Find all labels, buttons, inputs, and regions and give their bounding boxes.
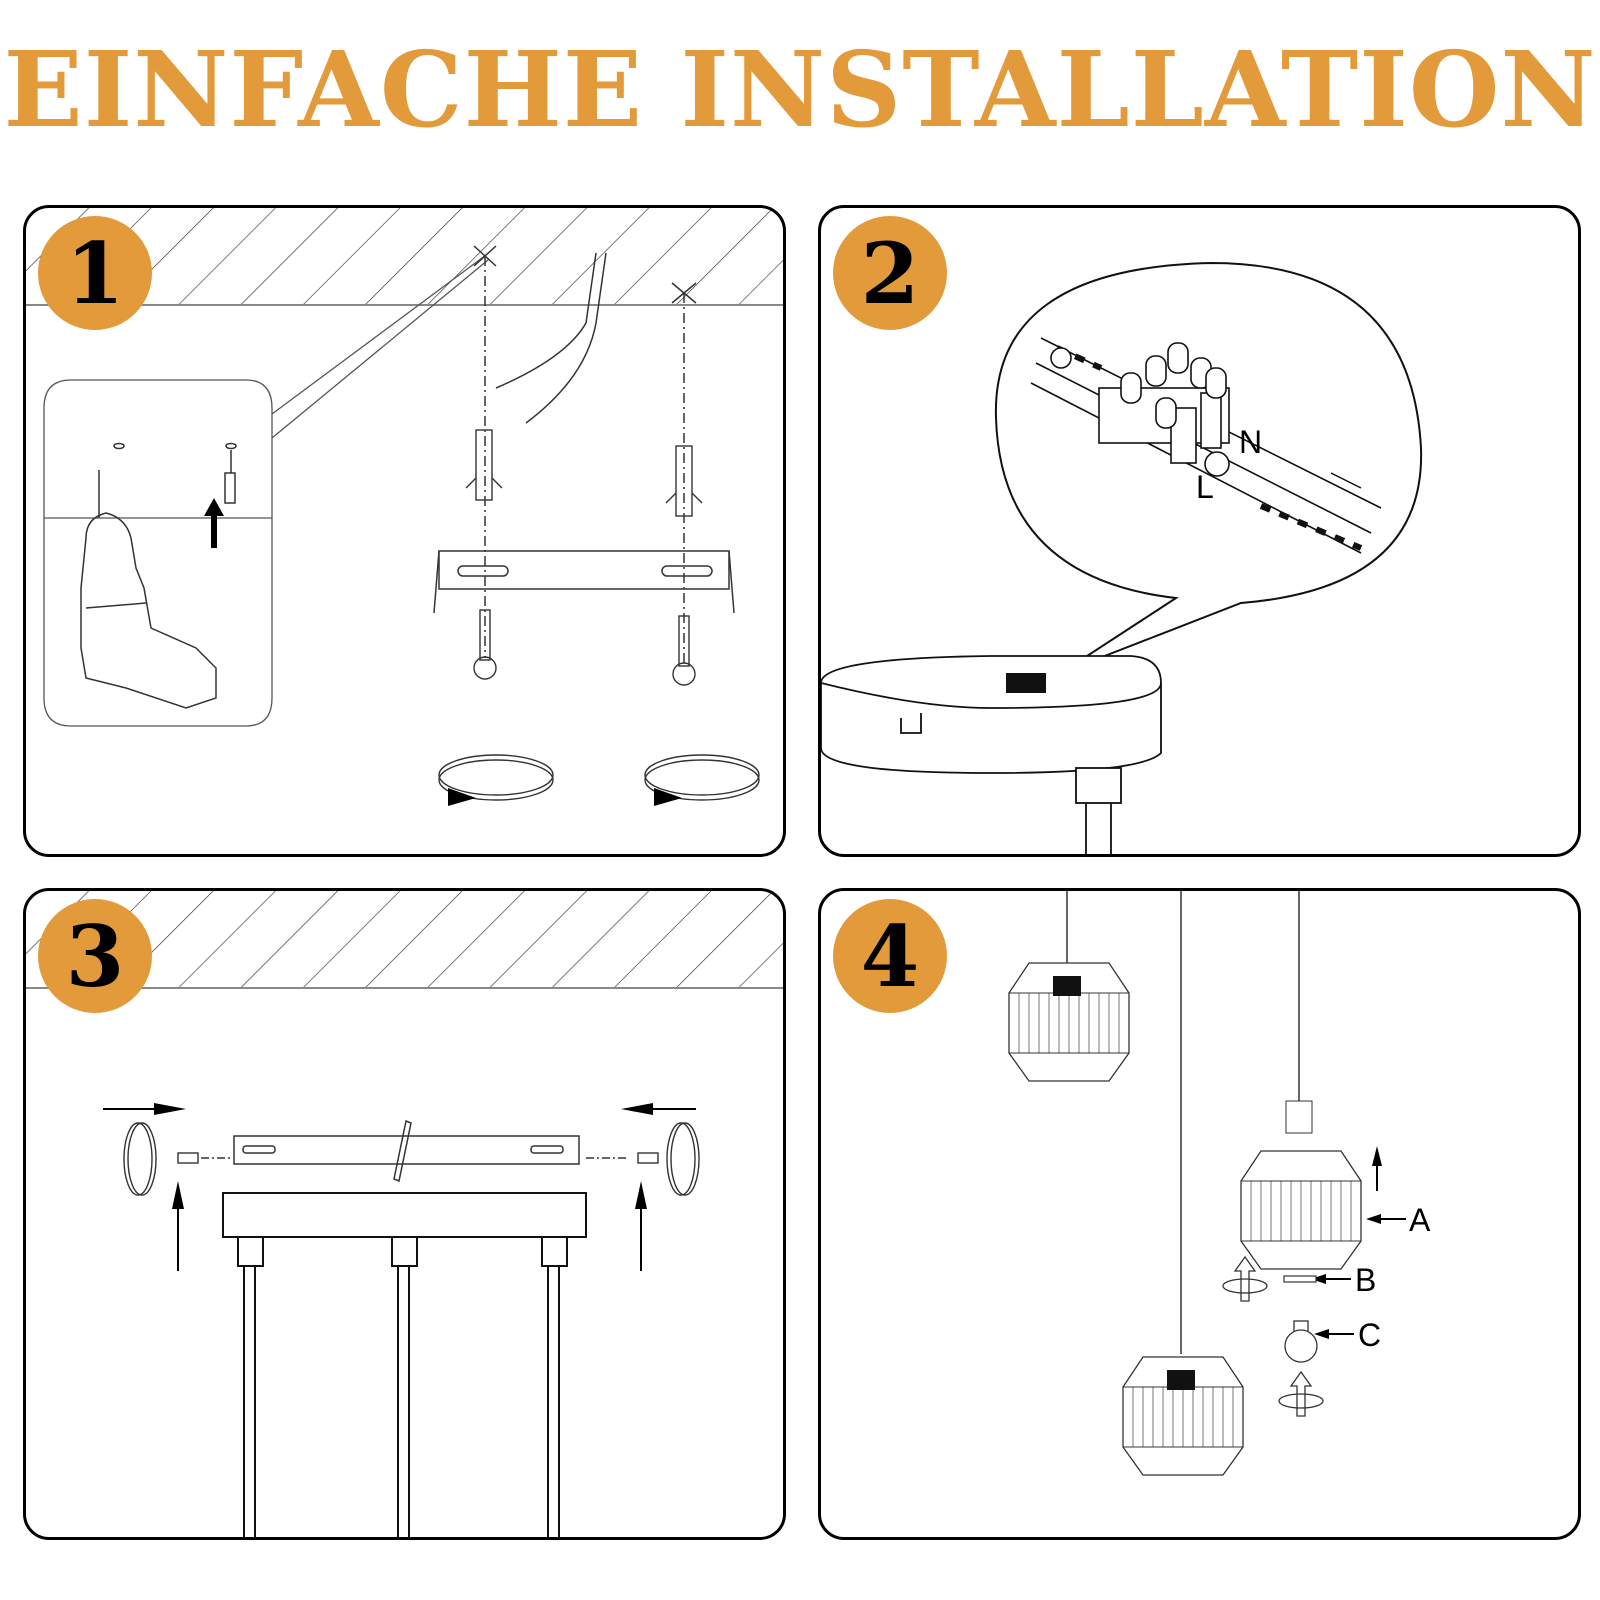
- screw-icon: [473, 609, 696, 686]
- drill-hole-icon: [113, 442, 237, 504]
- ceiling-hatch: [26, 208, 783, 306]
- neutral-label: N: [1239, 424, 1262, 460]
- wall-plug-icon: [465, 429, 703, 517]
- step-2-illustration: N L: [821, 261, 1423, 854]
- step-3-illustration: [26, 891, 783, 1537]
- step-3-panel: 3: [23, 888, 786, 1540]
- drill-inset: [43, 254, 489, 727]
- arrow-right-icon: [103, 1103, 186, 1115]
- ring-part-b-icon: [1283, 1275, 1317, 1283]
- arrow-icon: [1330, 472, 1362, 489]
- mounting-bracket-icon: [233, 1119, 580, 1183]
- drill-mark-icon: [473, 245, 697, 663]
- part-label-a: A: [1409, 1202, 1431, 1238]
- mounting-bracket-icon: [433, 550, 735, 614]
- step-4-badge: 4: [833, 899, 947, 1013]
- live-label: L: [1196, 469, 1214, 505]
- step-2-panel: 2 N L: [818, 205, 1581, 857]
- rotate-clockwise-icon: [438, 754, 760, 801]
- terminal-block-icon: [1030, 337, 1382, 554]
- rotate-up-icon: [1222, 1255, 1324, 1417]
- arrow-icon: [448, 788, 476, 806]
- pendant-shade-icon: [1008, 891, 1130, 1082]
- ceiling-wires-icon: [495, 252, 607, 424]
- arrow-up-icon: [204, 498, 224, 548]
- step-1-panel: 1: [23, 205, 786, 857]
- arrow-left-icon: [1311, 1214, 1406, 1339]
- step-4-illustration: A B C: [1008, 891, 1431, 1476]
- arrow-up-icon: [1372, 1146, 1382, 1191]
- rotate-icon: [123, 1122, 700, 1196]
- zoom-bubble: [994, 261, 1423, 674]
- part-label-b: B: [1355, 1262, 1376, 1298]
- bulb-part-c-icon: [1284, 1320, 1318, 1363]
- drill-icon: [80, 470, 217, 709]
- step-1-illustration: [26, 208, 783, 806]
- pendant-shade-icon: [1122, 891, 1244, 1476]
- part-label-c: C: [1358, 1317, 1381, 1353]
- step-1-badge: 1: [38, 216, 152, 330]
- step-3-badge: 3: [38, 899, 152, 1013]
- arrow-icon: [654, 788, 682, 806]
- lamp-socket-icon: [1285, 891, 1313, 1134]
- ceiling-hatch: [26, 891, 783, 989]
- step-2-badge: 2: [833, 216, 947, 330]
- mini-terminal-icon: [1006, 673, 1046, 693]
- shade-part-a-icon: [1240, 1150, 1362, 1270]
- arrow-up-icon: [172, 1181, 647, 1271]
- page-title: EINFACHE INSTALLATION: [3, 28, 1597, 151]
- screw-icon: [177, 1152, 659, 1164]
- arrow-left-icon: [621, 1103, 696, 1115]
- step-4-panel: 4: [818, 888, 1581, 1540]
- canopy-icon: [222, 1192, 587, 1537]
- canopy-icon: [821, 655, 1162, 854]
